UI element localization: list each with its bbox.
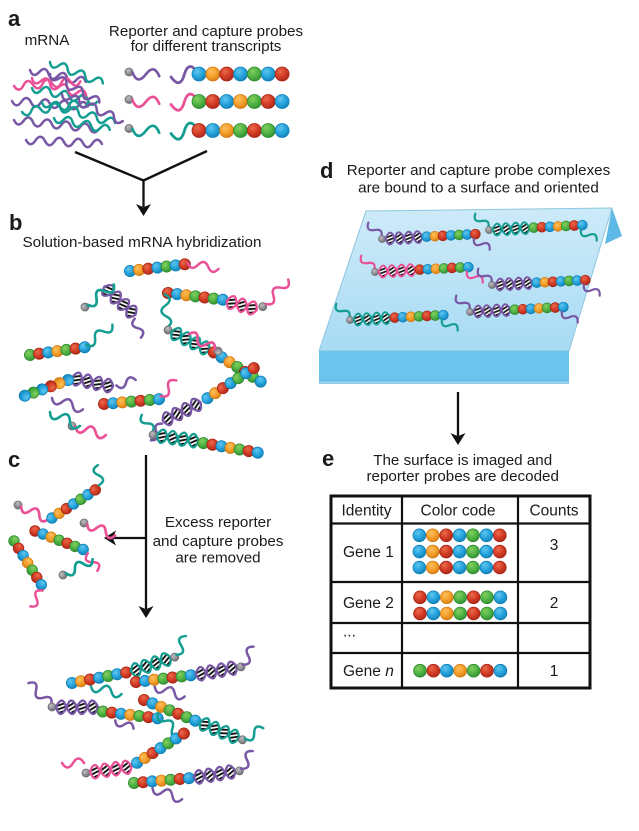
svg-text:are removed: are removed [175, 550, 260, 567]
svg-text:2: 2 [550, 595, 559, 612]
svg-text:Gene 1: Gene 1 [343, 544, 394, 561]
svg-text:Color code: Color code [421, 503, 496, 520]
svg-text:Reporter and capture probes: Reporter and capture probes [109, 23, 304, 40]
svg-text:...: ... [343, 624, 356, 641]
svg-text:reporter probes are decoded: reporter probes are decoded [366, 468, 559, 485]
svg-text:3: 3 [550, 537, 559, 554]
svg-text:Counts: Counts [529, 503, 578, 520]
svg-text:The surface is imaged and: The surface is imaged and [373, 452, 552, 469]
svg-text:Excess reporter: Excess reporter [165, 514, 271, 531]
svg-text:e: e [322, 446, 334, 471]
svg-text:c: c [8, 447, 20, 472]
svg-text:mRNA: mRNA [25, 32, 71, 49]
svg-text:1: 1 [550, 663, 559, 680]
svg-text:Gene n: Gene n [343, 663, 394, 680]
svg-text:are bound to a surface and ori: are bound to a surface and oriented [358, 180, 599, 197]
svg-text:b: b [9, 210, 22, 235]
svg-text:Reporter and capture probe com: Reporter and capture probe complexes [347, 162, 611, 179]
svg-text:Gene 2: Gene 2 [343, 595, 394, 612]
svg-text:and capture probes: and capture probes [153, 533, 284, 550]
svg-text:Solution-based mRNA hybridizat: Solution-based mRNA hybridization [23, 234, 262, 251]
svg-text:Identity: Identity [342, 503, 392, 520]
svg-text:a: a [8, 6, 21, 31]
svg-text:for different transcripts: for different transcripts [131, 38, 282, 55]
svg-text:d: d [320, 158, 333, 183]
